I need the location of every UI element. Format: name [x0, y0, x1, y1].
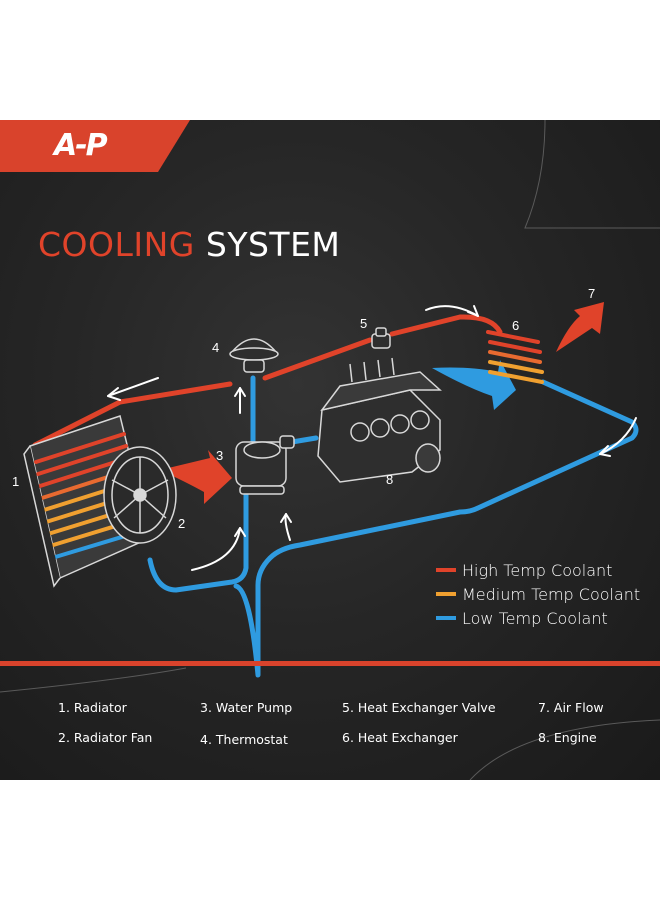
label-engine-number: 8: [386, 472, 393, 487]
cooling-system-panel: A-P COOLING SYSTEM: [0, 120, 660, 780]
legend-label-medium: Medium Temp Coolant: [462, 584, 641, 604]
heat-exchanger-icon: [486, 330, 544, 384]
legend-swatch-high: [436, 568, 456, 572]
flow-arrow-5: [191, 527, 241, 571]
decor-curve-bottom-right: [469, 719, 660, 780]
air-flow-arrow-icon: [556, 302, 604, 352]
brand-logo: A-P: [54, 128, 108, 163]
red-air-arrow: [160, 450, 232, 504]
part-air-flow: 7. Air Flow: [538, 700, 604, 715]
part-heat-exchanger: 6. Heat Exchanger: [342, 730, 458, 745]
engine-icon: [317, 357, 442, 483]
legend-label-low: Low Temp Coolant: [462, 608, 608, 628]
decor-curve-top: [524, 120, 660, 229]
label-pump-number: 3: [216, 448, 223, 463]
flow-arrow-3: [425, 305, 479, 317]
part-radiator-fan: 2. Radiator Fan: [58, 730, 153, 745]
low-temp-pipes: [147, 375, 639, 678]
legend-label-high: High Temp Coolant: [462, 560, 613, 580]
label-fan-number: 2: [178, 516, 185, 531]
heat-exchanger-valve-icon: [371, 327, 391, 349]
flow-arrow-4: [599, 417, 637, 455]
flow-arrow-1: [107, 377, 159, 397]
label-exchanger-number: 6: [512, 318, 519, 333]
cooling-diagram: 1 2 3 4 5 6 7 8: [0, 120, 660, 780]
part-engine: 8. Engine: [538, 730, 597, 745]
label-radiator-number: 1: [12, 474, 19, 489]
part-water-pump: 3. Water Pump: [200, 700, 293, 715]
title-cooling: COOLING: [38, 225, 195, 264]
legend-item-medium: Medium Temp Coolant: [436, 582, 640, 606]
legend-item-high: High Temp Coolant: [436, 558, 640, 582]
water-pump-icon: [235, 435, 295, 495]
title-system: SYSTEM: [205, 225, 341, 264]
blue-air-arrow: [432, 360, 516, 410]
divider-line: [0, 661, 660, 666]
radiator-fan-icon: [103, 446, 177, 544]
part-radiator: 1. Radiator: [58, 700, 127, 715]
part-heat-exchanger-valve: 5. Heat Exchanger Valve: [342, 700, 496, 715]
label-valve-number: 5: [360, 316, 367, 331]
decor-curve-bottom-left: [0, 667, 187, 693]
logo-band: [0, 120, 190, 172]
flow-arrows: [107, 305, 637, 571]
parts-list: 1. Radiator 2. Radiator Fan 3. Water Pum…: [0, 680, 660, 780]
legend-item-low: Low Temp Coolant: [436, 606, 640, 630]
legend-swatch-medium: [436, 592, 456, 596]
part-thermostat: 4. Thermostat: [200, 732, 288, 747]
legend-swatch-low: [436, 616, 456, 620]
high-temp-pipes: [32, 314, 503, 448]
legend: High Temp Coolant Medium Temp Coolant Lo…: [436, 558, 640, 630]
thermostat-icon: [229, 338, 279, 373]
page-title: COOLING SYSTEM: [38, 225, 340, 264]
label-thermostat-number: 4: [212, 340, 219, 355]
label-airflow-number: 7: [588, 286, 595, 301]
